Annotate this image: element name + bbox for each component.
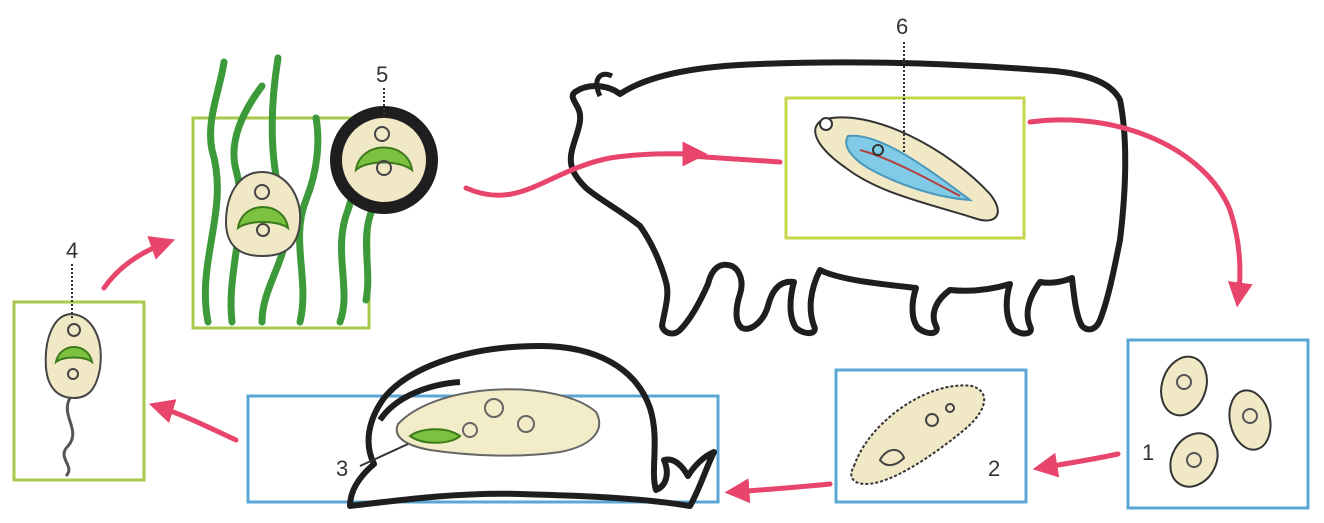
arrow-cow-internal: [690, 156, 780, 162]
label-5: 5: [376, 62, 388, 87]
arrow-3-to-4: [156, 406, 236, 440]
arrow-cow-to-1: [1030, 120, 1240, 300]
label-1: 1: [1142, 440, 1154, 465]
label-6: 6: [896, 14, 908, 39]
arrow-4-to-grass: [104, 242, 168, 288]
cyst-icon: [336, 112, 432, 208]
label-4: 4: [66, 238, 78, 263]
cyst-in-grass-icon: [226, 172, 300, 256]
arrow-2-to-3: [732, 484, 830, 492]
label-2: 2: [988, 456, 1000, 481]
stage-1-box: [1128, 340, 1308, 508]
label-3: 3: [336, 456, 348, 481]
arrow-1-to-2: [1040, 454, 1118, 468]
